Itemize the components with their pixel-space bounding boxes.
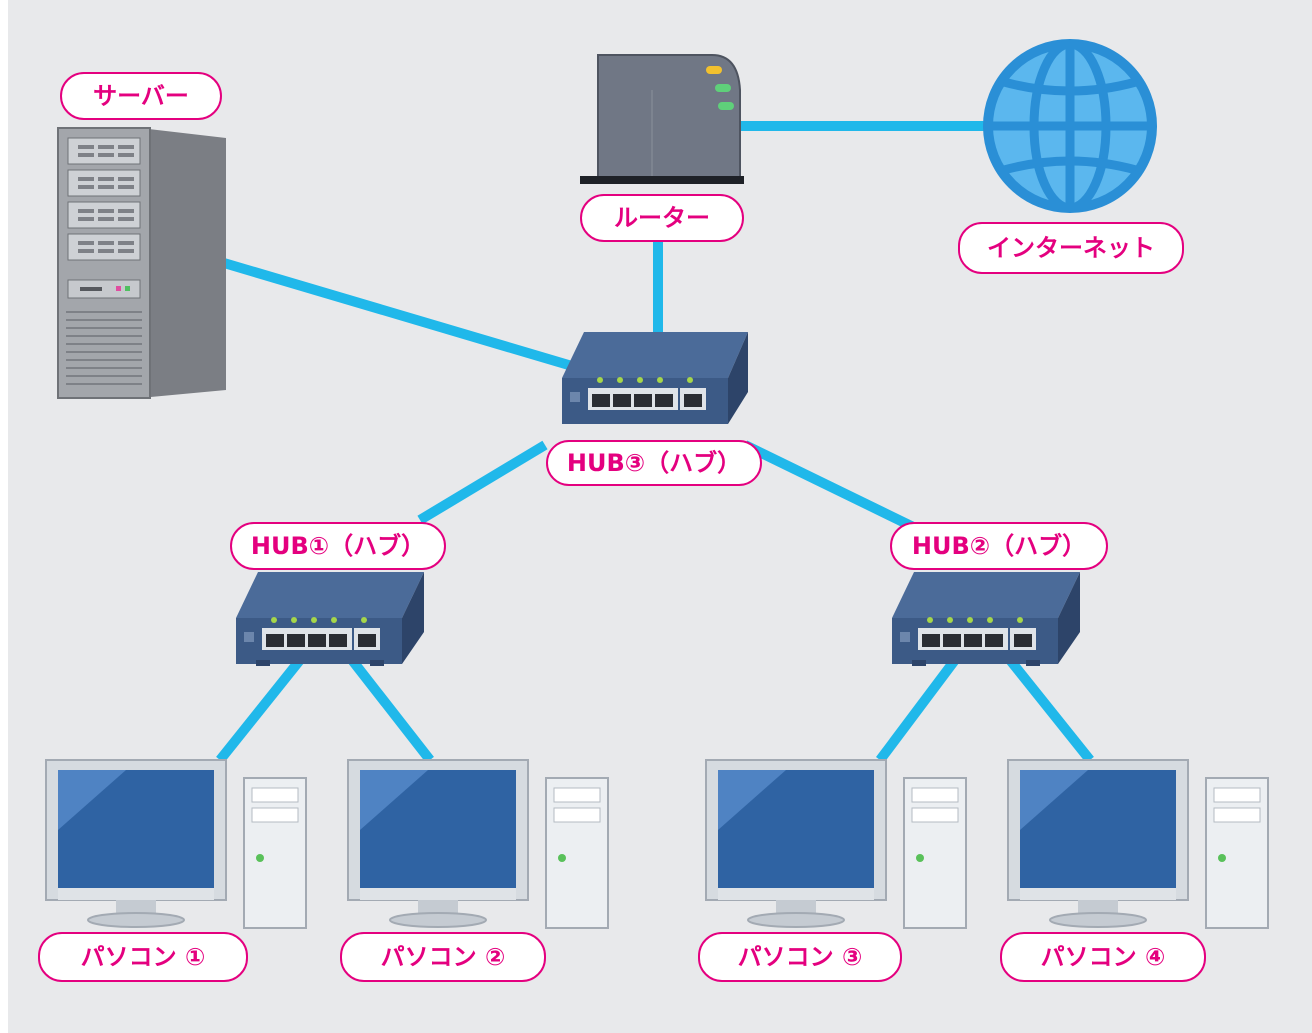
label-pc3: パソコン ③: [698, 932, 902, 982]
label-server: サーバー: [60, 72, 222, 120]
label-pc1: パソコン ①: [38, 932, 248, 982]
cable-hub2-pc4: [1006, 656, 1094, 764]
pc2-icon: [347, 759, 609, 929]
pc1-icon: [45, 759, 307, 929]
hub2-icon: [892, 572, 1080, 666]
hub1-icon: [236, 572, 424, 666]
cable-hub3-hub1: [417, 440, 548, 525]
label-pc2: パソコン ②: [340, 932, 546, 982]
label-hub1: HUB①（ハブ）: [230, 522, 446, 570]
label-router: ルーター: [580, 194, 744, 242]
cable-server-hub3: [222, 258, 574, 371]
cable-hub1-pc1: [216, 656, 304, 764]
pc4-icon: [1007, 759, 1269, 929]
label-hub3: HUB③（ハブ）: [546, 440, 762, 486]
cable-hub2-pc3: [876, 657, 959, 763]
cable-hub1-pc2: [348, 656, 434, 764]
hub3-icon: [562, 332, 748, 424]
globe-icon: [983, 39, 1157, 213]
server-icon: [57, 127, 226, 399]
label-pc4: パソコン ④: [1000, 932, 1206, 982]
label-internet: インターネット: [958, 222, 1184, 274]
cables: [216, 121, 1094, 764]
pc3-icon: [705, 759, 967, 929]
label-hub2: HUB②（ハブ）: [890, 522, 1108, 570]
router-icon: [580, 54, 744, 184]
